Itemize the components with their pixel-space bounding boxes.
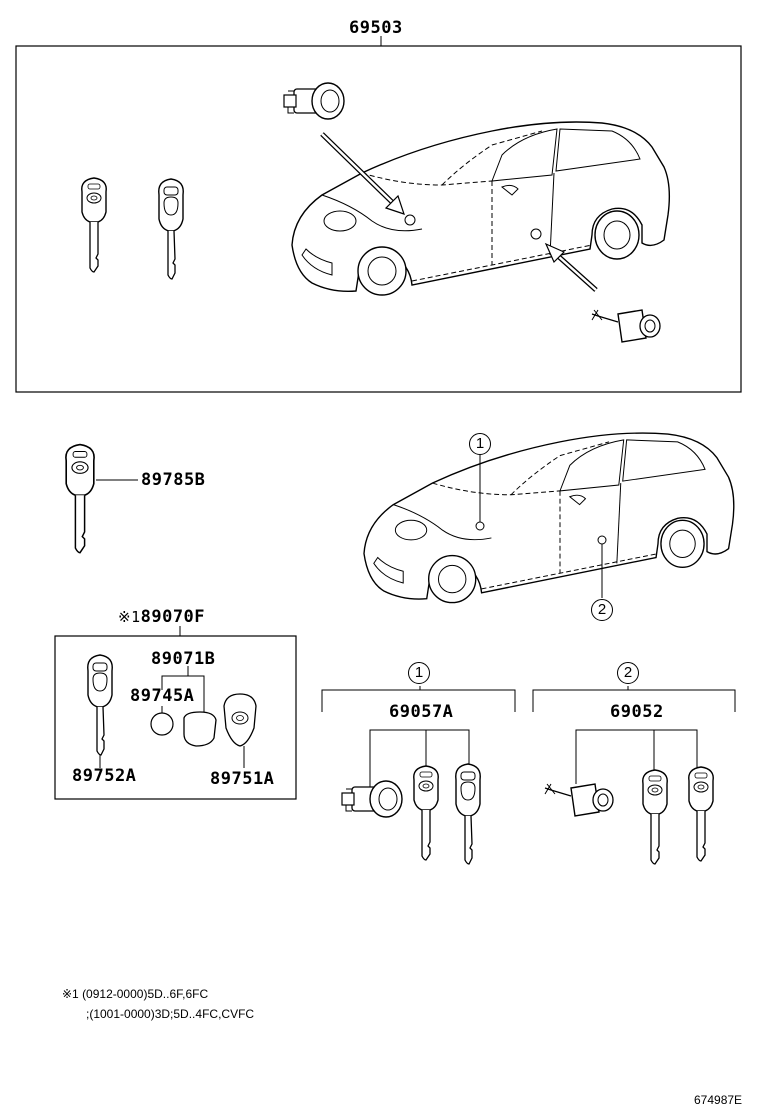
callout-2-group: 2 (617, 662, 639, 684)
bracket-69057A (321, 689, 516, 712)
bracket-69052 (532, 689, 736, 712)
key-icon (642, 769, 668, 865)
set-box-89070F (54, 635, 297, 800)
car-outline-icon (291, 121, 671, 296)
footnote-line-2: ;(1001-0000)3D;5D..4FC,CVFC (86, 1007, 255, 1021)
part-number-89745A: 89745A (130, 686, 195, 706)
part-number-89752A: 89752A (72, 766, 137, 786)
transmitter-key-icon (158, 178, 184, 280)
footnote-line-1: ※1 (0912-0000)5D..6F,6FC (62, 987, 209, 1001)
transmitter-key-icon (455, 763, 481, 865)
reference-code: 674987E (694, 1093, 743, 1107)
transmitter-case-icon (223, 693, 257, 747)
part-number-89751A: 89751A (210, 769, 275, 789)
key-icon (81, 177, 107, 273)
ignition-cylinder-icon (341, 780, 403, 818)
callout-1-car: 1 (469, 433, 491, 455)
key-blank-icon (65, 443, 95, 554)
ignition-cylinder-icon (283, 82, 345, 120)
part-number-69057A: 69057A (389, 702, 454, 722)
housing-icon (183, 711, 217, 747)
part-number-89070F: ※189070F (118, 607, 206, 627)
note-mark: ※1 (118, 608, 141, 626)
part-number-69052: 69052 (610, 702, 664, 722)
part-number-89071B: 89071B (151, 649, 216, 669)
key-blade-icon (87, 654, 113, 756)
set-box-69503 (15, 45, 742, 393)
door-lock-cylinder-icon (591, 309, 661, 343)
part-number-89785B: 89785B (141, 470, 206, 490)
key-icon (413, 765, 439, 861)
key-icon (688, 766, 714, 862)
callout-2-car: 2 (591, 599, 613, 621)
door-lock-cylinder-icon (544, 783, 614, 817)
car-outline-icon (363, 432, 735, 604)
callout-1-group: 1 (408, 662, 430, 684)
part-number-69503: 69503 (349, 18, 403, 38)
battery-icon (150, 712, 174, 736)
leader-89071B (161, 675, 205, 712)
